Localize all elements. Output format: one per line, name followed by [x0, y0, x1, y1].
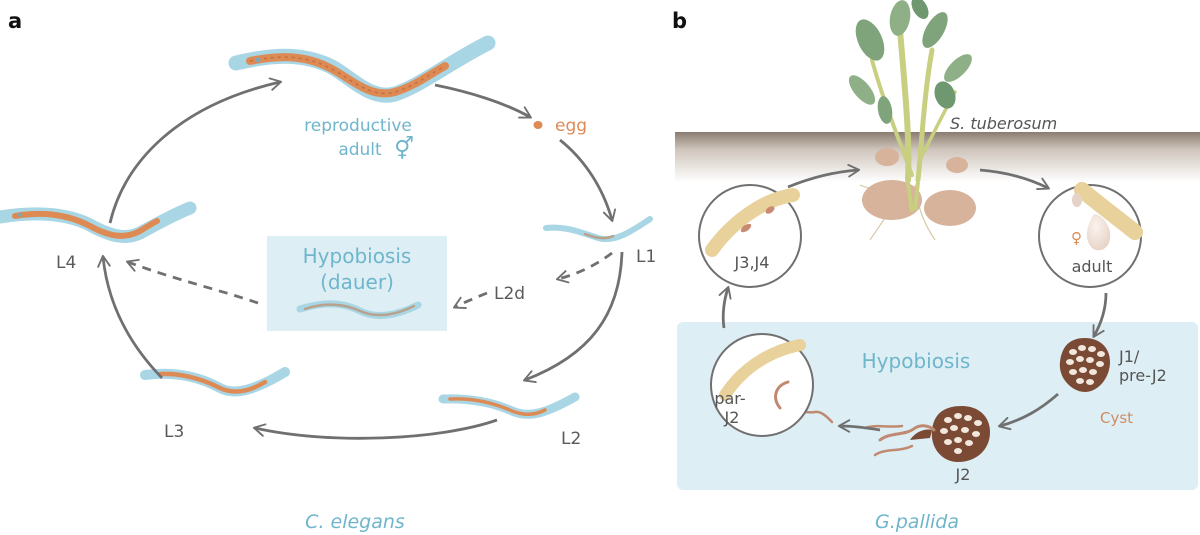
arrow-j2-to-parj2	[837, 419, 881, 433]
l4-worm	[0, 201, 197, 243]
l2-worm	[438, 392, 580, 419]
par-j2-label-line1: par-	[714, 389, 745, 408]
adult-label-line1: reproductive	[304, 116, 412, 136]
arrow-l4-to-adult	[108, 77, 283, 224]
egg-label: egg	[555, 116, 587, 136]
l1-worm	[543, 216, 653, 243]
adult-b-label: adult	[1072, 257, 1113, 276]
host-plant-label: S. tuberosum	[950, 114, 1057, 133]
potato-plant	[848, 0, 972, 183]
cyst-label: Cyst	[1100, 409, 1133, 427]
l1-label: L1	[636, 247, 656, 267]
j3j4-node: J3,J4	[698, 184, 802, 288]
panel-b-letter: b	[672, 9, 687, 33]
arrow-l2-to-l3	[252, 418, 498, 440]
arrow-l2d-to-dauer	[453, 291, 488, 309]
female-symbol: ♀	[1071, 229, 1082, 247]
j1-label-line2: pre-J2	[1119, 366, 1167, 385]
adult-worm	[228, 35, 496, 103]
arrow-adult-to-cyst	[1092, 292, 1108, 338]
j2-label: J2	[955, 465, 971, 484]
arrow-l1-to-l2	[522, 251, 624, 384]
adult-label-line2: adult	[338, 140, 382, 160]
j3j4-label: J3,J4	[734, 253, 770, 272]
hypobiosis-label: Hypobiosis	[862, 349, 971, 373]
arrow-j3j4-to-host	[787, 163, 861, 189]
egg-dot	[533, 121, 543, 129]
arrow-parj2-to-j3j4	[718, 285, 732, 329]
dauer-box-subtitle: (dauer)	[320, 270, 394, 294]
hermaphrodite-symbol: ⚥	[394, 135, 414, 162]
panel-a-caption: C. elegans	[305, 511, 405, 533]
l2-label: L2	[561, 429, 581, 449]
par-j2-node: par- J2	[710, 333, 814, 437]
l2d-label: L2d	[494, 284, 525, 304]
cyst-node: J1/ pre-J2 Cyst	[1059, 338, 1167, 427]
l3-label: L3	[164, 422, 184, 442]
par-j2-label-line2: J2	[724, 408, 740, 427]
adult-node: ♀ adult	[1038, 182, 1143, 288]
j1-label-line1: J1/	[1118, 347, 1140, 366]
arrow-host-to-adult	[979, 168, 1050, 190]
arrow-egg-to-l1	[559, 138, 617, 223]
dauer-box: Hypobiosis (dauer)	[267, 236, 447, 331]
arrow-l1-to-l2d	[555, 251, 613, 284]
dauer-box-title: Hypobiosis	[303, 244, 412, 268]
panel-b: b Hypobiosis S. tuberosum	[672, 0, 1200, 533]
j2-node: J2	[910, 406, 990, 484]
dauer-box-bg	[267, 236, 447, 331]
dauer-worm	[296, 300, 422, 319]
arrow-cyst-to-j2	[997, 392, 1059, 431]
panel-a: a Hypobiosis (dauer) reproductive adult …	[0, 9, 656, 533]
panel-a-letter: a	[8, 9, 22, 33]
soil-surface	[675, 132, 1200, 182]
panel-b-caption: G.pallida	[875, 511, 959, 533]
potato-tubers	[859, 148, 976, 241]
arrow-dauer-to-l4	[125, 258, 259, 305]
l4-label: L4	[56, 253, 76, 273]
arrow-adult-to-egg	[434, 83, 532, 119]
arrow-l3-to-l4	[97, 254, 164, 379]
l3-worm	[140, 367, 290, 397]
